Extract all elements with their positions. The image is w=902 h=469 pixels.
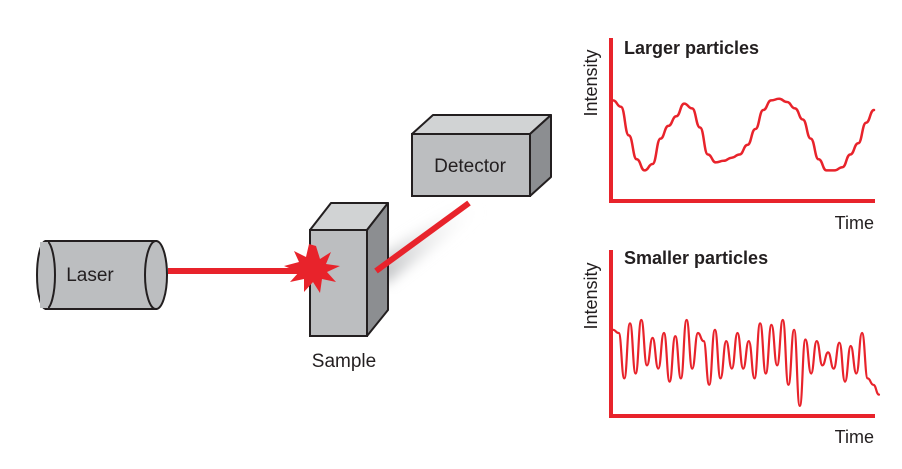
- chart1-xlabel: Time: [835, 213, 874, 233]
- scattered-beam: [374, 200, 471, 274]
- chart-smaller-particles: Smaller particles Intensity Time: [581, 248, 881, 447]
- chart1-ylabel: Intensity: [581, 49, 601, 116]
- starburst-icon: [284, 244, 340, 293]
- chart1-series-line: [611, 97, 876, 172]
- detector-box: [411, 114, 552, 197]
- chart2-ylabel: Intensity: [581, 262, 601, 329]
- sample-label: Sample: [312, 351, 376, 372]
- detector-top: [411, 114, 552, 135]
- chart2-xlabel: Time: [835, 427, 874, 447]
- laser-front-cap: [144, 240, 168, 310]
- chart2-title: Smaller particles: [624, 248, 768, 268]
- chart1-title: Larger particles: [624, 38, 759, 58]
- detector-front: [411, 133, 531, 197]
- chart-larger-particles: Larger particles Intensity Time: [581, 38, 876, 233]
- laser-icon: [36, 240, 168, 310]
- detector-label: Detector: [434, 156, 506, 177]
- chart2-series-line: [611, 318, 881, 407]
- laser-label: Laser: [66, 265, 114, 286]
